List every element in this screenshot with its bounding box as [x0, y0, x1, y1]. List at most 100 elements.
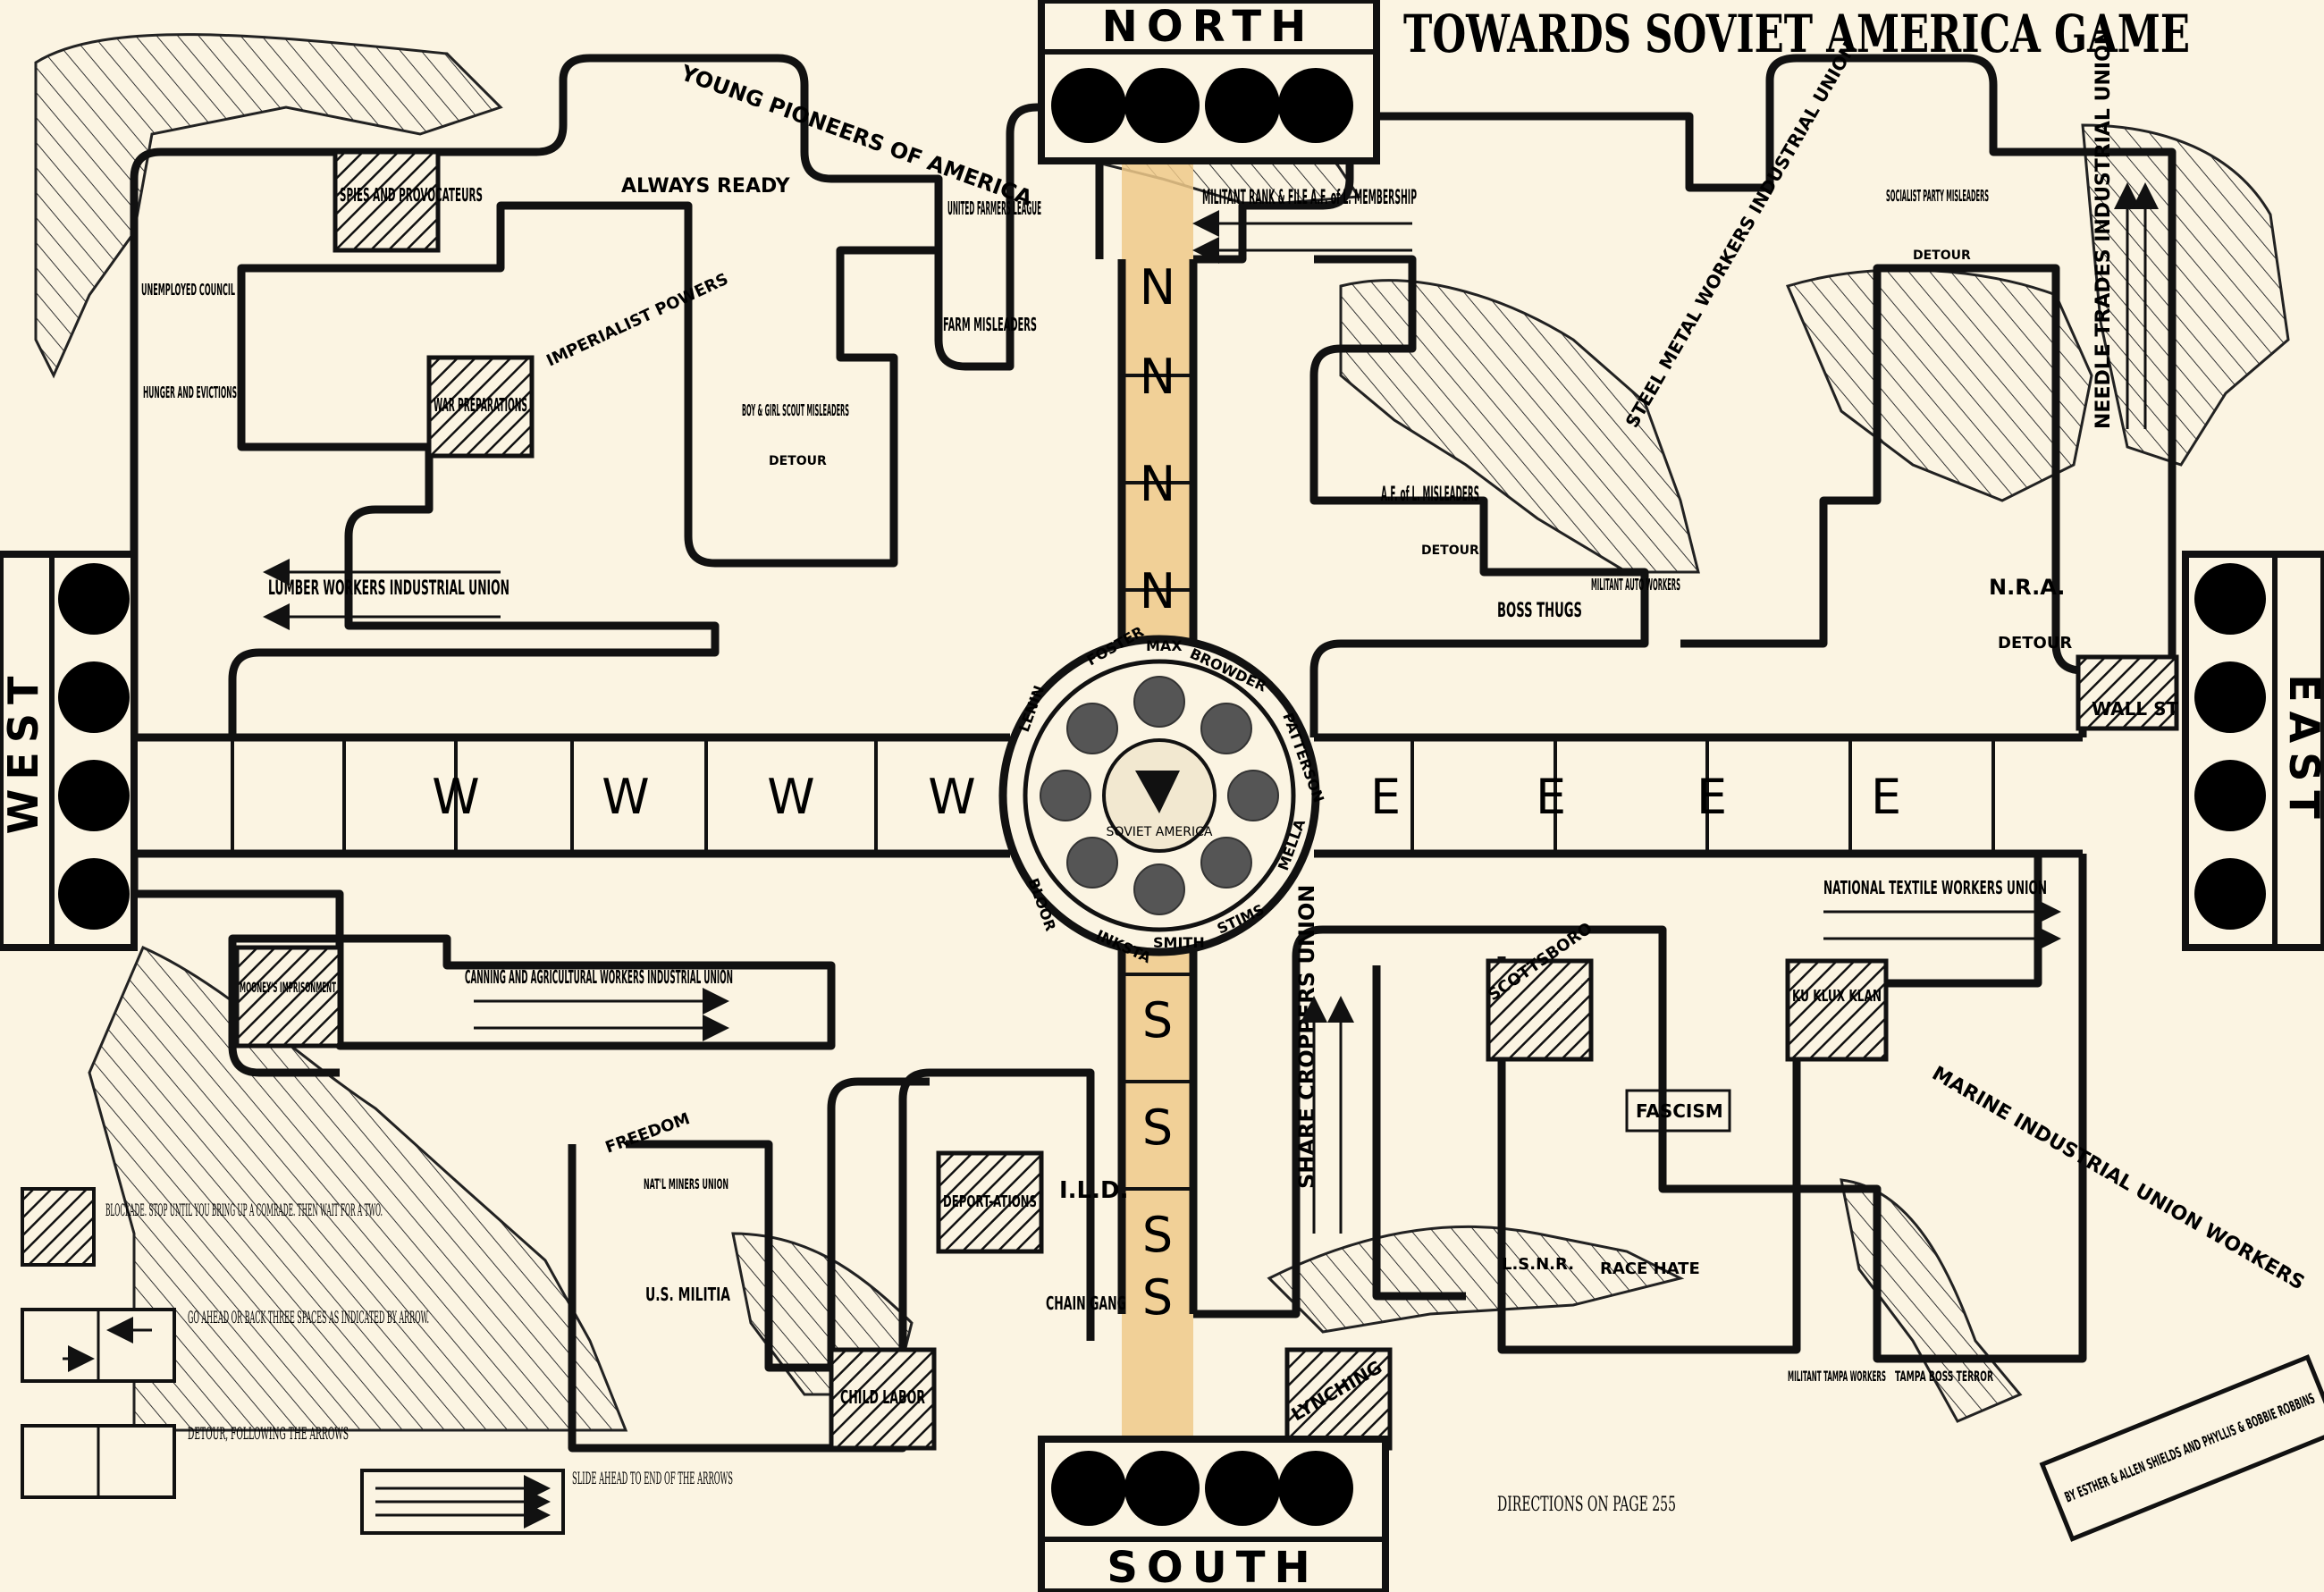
- fascism-box: [1625, 1089, 1731, 1133]
- square-militant-auto: MILITANT AUTO WORKERS: [1591, 576, 1680, 594]
- start-token-north-4: [1278, 68, 1353, 143]
- lane-s-3: S: [1142, 1207, 1173, 1263]
- square-always-ready: ALWAYS READY: [621, 175, 791, 198]
- center-core-text: SOVIET AMERICA: [1107, 825, 1213, 839]
- start-token-west-1: [58, 563, 130, 635]
- square-wall-st: WALL ST: [2092, 698, 2178, 720]
- blockade-scottsboro: [1486, 958, 1594, 1062]
- lane-e-3: E: [1697, 769, 1727, 825]
- lane-n-3: N: [1140, 456, 1175, 512]
- blockade-deportations: [936, 1150, 1044, 1254]
- square-kkk: KU KLUX KLAN: [1792, 987, 1882, 1006]
- lane-w-3: W: [767, 769, 814, 825]
- square-socialist: SOCIALIST PARTY MISLEADERS: [1886, 187, 1989, 206]
- lane-s-1: S: [1142, 992, 1173, 1049]
- start-token-west-4: [58, 858, 130, 930]
- start-token-south-1: [1051, 1451, 1126, 1526]
- lane-s-2: S: [1142, 1099, 1173, 1156]
- lane-e-2: E: [1536, 769, 1566, 825]
- slide-arrows: [263, 182, 2159, 1234]
- blockade-spies: [333, 149, 441, 253]
- ring-name-2: MAX: [1146, 637, 1183, 654]
- center-medallion: SOVIET AMERICA FOSTER MAX BROWDER PATTER…: [998, 623, 1327, 966]
- square-us-militia: U.S. MILITIA: [645, 1284, 730, 1305]
- square-boss-thugs: BOSS THUGS: [1497, 600, 1582, 622]
- square-race-hate: RACE HATE: [1600, 1259, 1700, 1278]
- legend-blockade-swatch: [21, 1187, 96, 1267]
- square-militant-tampa: MILITANT TAMPA WORKERS: [1788, 1368, 1886, 1385]
- blockade-kkk: [1785, 958, 1889, 1062]
- square-nra: N.R.A.: [1989, 575, 2065, 600]
- lane-letters: W W W W E E E E N N N N S S S S: [432, 259, 1901, 1326]
- square-textile: NATIONAL TEXTILE WORKERS UNION: [1823, 877, 2047, 898]
- ring-name-7: SMITH: [1153, 934, 1205, 951]
- directions-note: DIRECTIONS ON PAGE 255: [1497, 1494, 1676, 1516]
- start-token-east-2: [2194, 661, 2266, 733]
- start-token-west-3: [58, 760, 130, 831]
- square-detour-boy: DETOUR: [769, 454, 827, 468]
- start-zone-east: [2182, 551, 2324, 951]
- start-token-west-2: [58, 661, 130, 733]
- lane-n-4: N: [1140, 563, 1175, 619]
- start-zone-south: [1038, 1436, 1389, 1592]
- square-detour-afl: DETOUR: [1421, 543, 1479, 558]
- start-token-north-1: [1051, 68, 1126, 143]
- map-shading: [34, 33, 2290, 1432]
- square-share-croppers: SHARE CROPPERS UNION: [1294, 885, 1319, 1189]
- label-north: NORTH: [1102, 2, 1316, 52]
- square-canning: CANNING AND AGRICULTURAL WORKERS INDUSTR…: [465, 966, 733, 988]
- square-natl-miners: NAT'L MINERS UNION: [644, 1175, 728, 1192]
- square-war-prep: WAR PREPARATIONS: [434, 394, 527, 416]
- label-west: WEST: [0, 668, 47, 835]
- legend: BLOCKADE. STOP UNTIL YOU BRING UP A COMR…: [21, 1187, 733, 1535]
- square-tampa-boss: TAMPA BOSS TERROR: [1895, 1368, 1993, 1385]
- square-child-labor: CHILD LABOR: [840, 1386, 925, 1408]
- lane-w-4: W: [928, 769, 975, 825]
- square-boy-girl: BOY & GIRL SCOUT MISLEADERS: [742, 401, 849, 420]
- label-east: EAST: [2280, 674, 2324, 828]
- square-spies: SPIES AND PROVOCATEURS: [340, 184, 483, 206]
- start-token-east-3: [2194, 760, 2266, 831]
- start-zone-west: [0, 551, 138, 951]
- road-square-dividers: [231, 374, 1995, 1191]
- legend-arrow-text: GO AHEAD OR BACK THREE SPACES AS INDICAT…: [188, 1308, 429, 1327]
- lane-w-1: W: [432, 769, 479, 825]
- start-token-north-2: [1124, 68, 1200, 143]
- start-token-south-2: [1124, 1451, 1200, 1526]
- square-unemployed: UNEMPLOYED COUNCIL: [141, 281, 235, 299]
- lane-s-4: S: [1142, 1269, 1173, 1326]
- blockade-squares: [234, 149, 2179, 1451]
- square-detour-nra: DETOUR: [1998, 634, 2072, 653]
- start-token-east-4: [2194, 858, 2266, 930]
- square-fascism: FASCISM: [1636, 1100, 1723, 1122]
- lane-e-4: E: [1871, 769, 1901, 825]
- square-deportations: DEPORT-ATIONS: [943, 1192, 1037, 1211]
- start-zone-north: [1038, 0, 1380, 164]
- square-united-farmers: UNITED FARMERS LEAGUE: [947, 198, 1041, 219]
- lane-n-2: N: [1140, 349, 1175, 405]
- game-title: TOWARDS SOVIET AMERICA GAME: [1403, 4, 2190, 64]
- lane-e-1: E: [1370, 769, 1401, 825]
- square-lumber: LUMBER WORKERS INDUSTRIAL UNION: [268, 577, 509, 600]
- blockade-war-prep: [426, 355, 535, 459]
- blockade-child-labor: [829, 1347, 937, 1451]
- start-token-north-3: [1205, 68, 1280, 143]
- start-token-east-1: [2194, 563, 2266, 635]
- square-lsnr: L.S.N.R.: [1502, 1255, 1574, 1274]
- lane-n-1: N: [1140, 259, 1175, 316]
- square-hunger: HUNGER AND EVICTIONS: [143, 383, 237, 402]
- lane-w-2: W: [602, 769, 649, 825]
- square-ild: I.L.D.: [1059, 1177, 1128, 1204]
- blockade-mooney: [234, 945, 342, 1049]
- square-farm-misleaders: FARM MISLEADERS: [943, 314, 1037, 335]
- square-detour-socialist: DETOUR: [1913, 248, 1971, 263]
- square-needle: NEEDLE TRADES INDUSTRIAL UNION: [2092, 29, 2115, 429]
- start-token-south-4: [1278, 1451, 1353, 1526]
- legend-blockade-text: BLOCKADE. STOP UNTIL YOU BRING UP A COMR…: [105, 1200, 383, 1220]
- legend-detour-text: DETOUR, FOLLOWING THE ARROWS: [188, 1424, 349, 1444]
- blockade-wall-st: [2076, 654, 2179, 731]
- square-militant-rank: MILITANT RANK & FILE A.F. of L. MEMBERSH…: [1202, 187, 1417, 209]
- start-token-south-3: [1205, 1451, 1280, 1526]
- legend-slide-text: SLIDE AHEAD TO END OF THE ARROWS: [572, 1469, 733, 1488]
